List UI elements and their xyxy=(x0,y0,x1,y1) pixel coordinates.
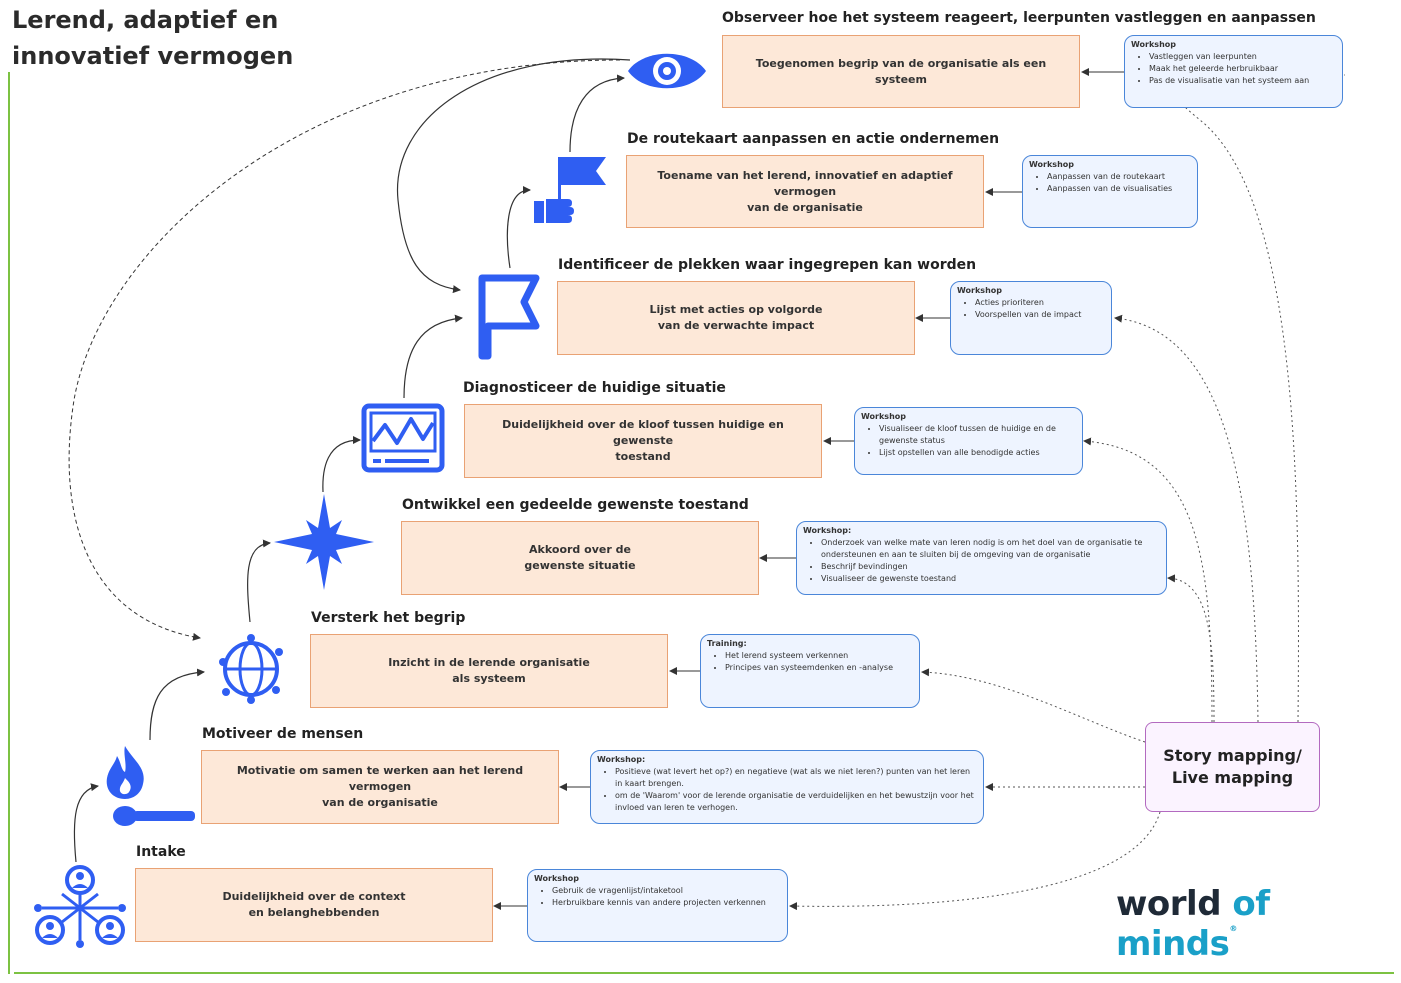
workshop-item: Visualiseer de kloof tussen de huidige e… xyxy=(879,423,1076,447)
step-heading-understand: Versterk het begrip xyxy=(311,610,466,626)
workshop-item: Onderzoek van welke mate van leren nodig… xyxy=(821,537,1160,561)
workshop-box-motivate: Workshop: Positieve (wat levert het op?)… xyxy=(590,750,984,824)
world-of-minds-logo: world of minds® xyxy=(1116,884,1401,964)
outcome-adjust: Toename van het lerend, innovatief en ad… xyxy=(626,155,984,228)
story-link-6 xyxy=(921,668,1146,743)
frame-bottom-border xyxy=(14,972,1394,974)
outcome-understand: Inzicht in de lerende organisatie als sy… xyxy=(310,634,668,708)
outcome-observe-text: Toegenomen begrip van de organisatie als… xyxy=(755,56,1047,86)
globe-network-icon xyxy=(219,634,283,704)
workshop-title: Workshop xyxy=(534,874,579,883)
story-link-8 xyxy=(789,811,1161,911)
frame-left-border xyxy=(8,72,10,974)
workshop-item: Visualiseer de gewenste toestand xyxy=(821,573,1160,585)
workshop-item: Het lerend systeem verkennen xyxy=(725,650,913,662)
step-heading-intake: Intake xyxy=(136,844,186,860)
workshop-item: Maak het geleerde herbruikbaar xyxy=(1149,63,1336,75)
connector-observe-loop xyxy=(396,58,631,294)
workshop-box-identify: Workshop Acties prioriteren Voorspellen … xyxy=(950,281,1112,355)
workshop-item: Beschrijf bevindingen xyxy=(821,561,1160,573)
story-link-5 xyxy=(1167,574,1215,723)
step-heading-adjust: De routekaart aanpassen en actie onderne… xyxy=(627,131,1000,147)
workshop-item: Aanpassen van de visualisaties xyxy=(1047,183,1191,195)
outcome-diagnose-text: Duidelijkheid over de kloof tussen huidi… xyxy=(502,418,784,463)
workshop-item: Pas de visualisatie van het systeem aan xyxy=(1149,75,1336,87)
workshop-title: Workshop xyxy=(1029,160,1074,169)
workshop-box-adjust: Workshop Aanpassen van de routekaart Aan… xyxy=(1022,155,1198,228)
outcome-motivate-text: Motivatie om samen te werken aan het ler… xyxy=(236,764,524,809)
workshop-box-develop: Workshop: Onderzoek van welke mate van l… xyxy=(796,521,1167,595)
outcome-intake: Duidelijkheid over de context en belangh… xyxy=(135,868,493,942)
workshop-item: Lijst opstellen van alle benodigde actie… xyxy=(879,447,1076,459)
workshop-title: Workshop xyxy=(1131,40,1176,49)
workshop-title: Workshop: xyxy=(597,755,646,764)
story-link-4 xyxy=(1083,437,1213,723)
step-heading-identify: Identificeer de plekken waar ingegrepen … xyxy=(558,257,977,273)
workshop-item: Aanpassen van de routekaart xyxy=(1047,171,1191,183)
workshop-title: Training: xyxy=(707,639,747,648)
title-line-2: innovatief vermogen xyxy=(12,42,294,70)
story-mapping-box: Story mapping/ Live mapping xyxy=(1145,722,1320,812)
outcome-intake-text: Duidelijkheid over de context en belangh… xyxy=(222,890,406,919)
people-network-icon xyxy=(34,865,126,948)
connector-intake-motivate xyxy=(73,783,99,863)
flag-icon xyxy=(478,274,540,360)
compass-star-icon xyxy=(274,494,374,590)
workshop-title: Workshop xyxy=(861,412,906,421)
connector-dashed-loop xyxy=(68,59,621,641)
step-heading-motivate: Motiveer de mensen xyxy=(202,726,364,742)
connector-identify-adjust xyxy=(506,186,531,269)
outcome-diagnose: Duidelijkheid over de kloof tussen huidi… xyxy=(464,404,822,478)
story-link-1 xyxy=(1180,74,1346,723)
outcome-adjust-text: Toename van het lerend, innovatief en ad… xyxy=(657,168,953,214)
workshop-item: Gebruik de vragenlijst/intaketool xyxy=(552,885,781,897)
match-flame-icon xyxy=(106,746,195,826)
workshop-title: Workshop: xyxy=(803,526,852,535)
story-mapping-label: Story mapping/ Live mapping xyxy=(1163,746,1302,787)
workshop-item: Voorspellen van de impact xyxy=(975,309,1105,321)
eye-icon xyxy=(628,53,706,89)
logo-part-of-minds: of minds xyxy=(1116,884,1270,964)
outcome-motivate: Motivatie om samen te werken aan het ler… xyxy=(201,750,559,824)
step-heading-observe: Observeer hoe het systeem reageert, leer… xyxy=(722,10,1316,26)
logo-registered-mark: ® xyxy=(1229,924,1237,933)
workshop-item: om de 'Waarom' voor de lerende organisat… xyxy=(615,790,977,814)
workshop-item: Vastleggen van leerpunten xyxy=(1149,51,1336,63)
outcome-identify-text: Lijst met acties op volgorde van de verw… xyxy=(649,303,823,332)
workshop-title: Workshop xyxy=(957,286,1002,295)
workshop-box-understand: Training: Het lerend systeem verkennen P… xyxy=(700,634,920,708)
workshop-box-intake: Workshop Gebruik de vragenlijst/intaketo… xyxy=(527,869,788,942)
connector-understand-develop xyxy=(247,539,271,623)
outcome-develop-text: Akkoord over de gewenste situatie xyxy=(524,543,636,572)
outcome-develop: Akkoord over de gewenste situatie xyxy=(401,521,759,595)
story-link-3 xyxy=(1114,314,1259,723)
outcome-identify: Lijst met acties op volgorde van de verw… xyxy=(557,281,915,355)
connector-diagnose-identify xyxy=(403,314,463,399)
workshop-box-observe: Workshop Vastleggen van leerpunten Maak … xyxy=(1124,35,1343,108)
workshop-item: Principes van systeemdenken en -analyse xyxy=(725,662,913,674)
connector-develop-diagnose xyxy=(322,436,361,493)
step-heading-develop: Ontwikkel een gedeelde gewenste toestand xyxy=(402,497,749,513)
outcome-understand-text: Inzicht in de lerende organisatie als sy… xyxy=(388,656,590,685)
workshop-box-diagnose: Workshop Visualiseer de kloof tussen de … xyxy=(854,407,1083,475)
connector-motivate-understand xyxy=(149,668,205,741)
workshop-item: Positieve (wat levert het op?) en negati… xyxy=(615,766,977,790)
logo-part-world: world xyxy=(1116,884,1233,924)
connector-adjust-observe xyxy=(569,74,625,153)
monitor-chart-icon xyxy=(361,403,445,473)
workshop-item: Acties prioriteren xyxy=(975,297,1105,309)
page-title: Lerend, adaptief en innovatief vermogen xyxy=(12,2,293,74)
step-heading-diagnose: Diagnosticeer de huidige situatie xyxy=(463,380,726,396)
workshop-item: Herbruikbare kennis van andere projecten… xyxy=(552,897,781,909)
title-line-1: Lerend, adaptief en xyxy=(12,6,279,34)
outcome-observe: Toegenomen begrip van de organisatie als… xyxy=(722,35,1080,108)
hand-flag-icon xyxy=(534,157,606,223)
